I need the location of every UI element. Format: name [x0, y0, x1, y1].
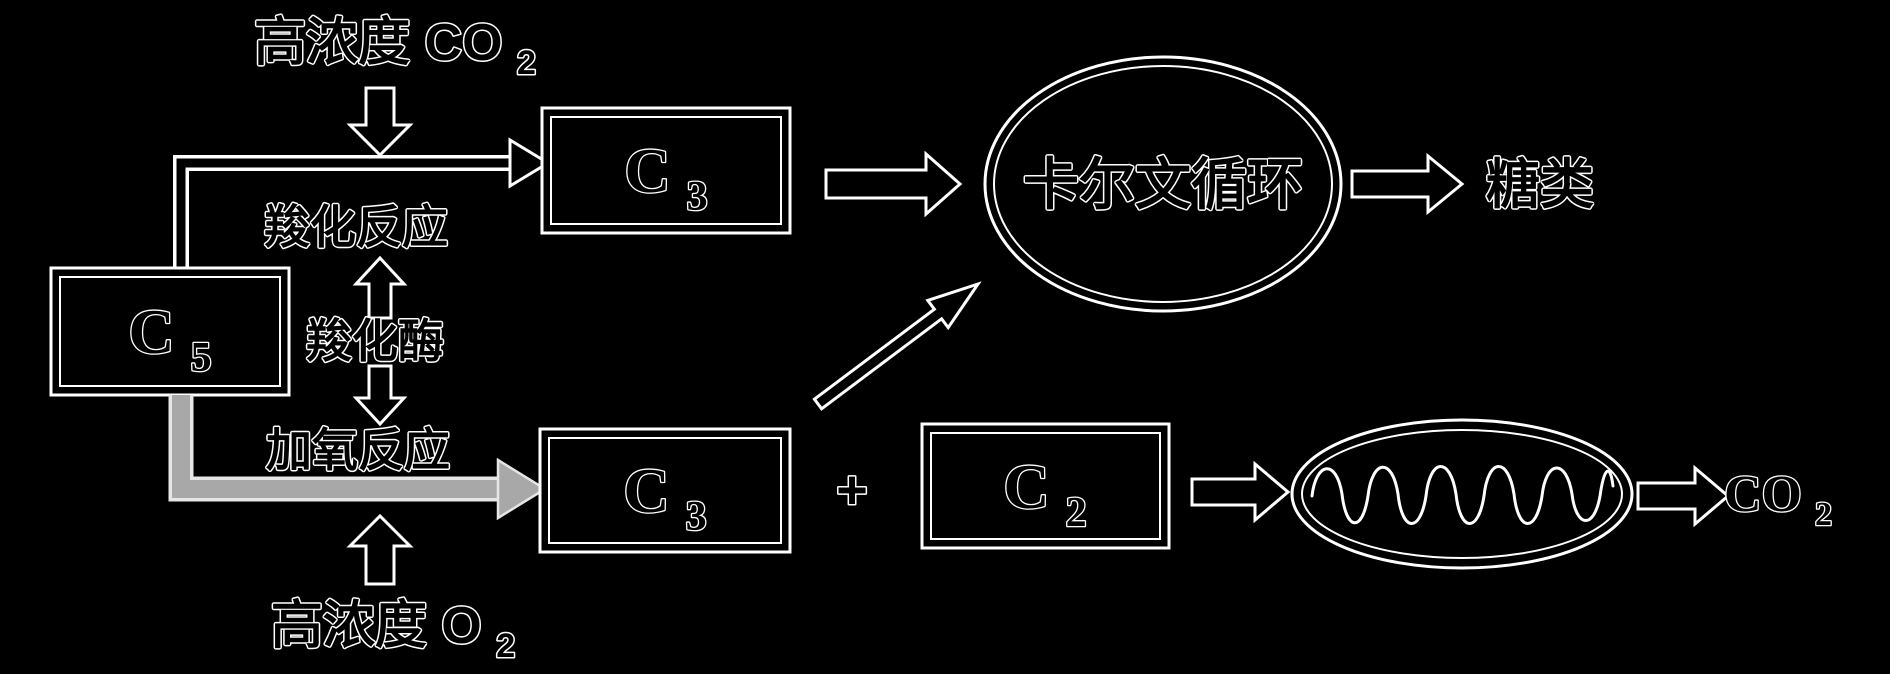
calvin-cycle-outer-ring — [983, 55, 1343, 313]
high-co2-subscript: 2 — [517, 44, 536, 82]
co2-output-label: CO 2 — [1724, 466, 1832, 533]
high-co2-text: 高浓度 CO — [254, 14, 502, 72]
c2-letter: C — [1003, 451, 1049, 522]
c3-bottom-letter: C — [623, 455, 669, 526]
c3-bottom-label: C 3 — [623, 455, 706, 540]
c3-top-box-border — [540, 106, 792, 235]
c5-box: C 5 — [49, 266, 291, 397]
oxygenation-down-arrow — [352, 364, 408, 427]
high-o2-subscript: 2 — [496, 627, 515, 665]
c2-box-inner-border — [930, 432, 1161, 540]
calvin-cycle-label: 卡尔文循环 — [1023, 153, 1303, 216]
c3-top-label: C 3 — [624, 135, 707, 220]
mitochondrion-icon — [1290, 418, 1634, 570]
mitochondrion-outer-membrane — [1290, 418, 1634, 570]
high-o2-text: 高浓度 O — [271, 597, 482, 655]
diagonal-arrow-shape — [812, 281, 982, 411]
c5-box-inner-border — [59, 276, 281, 387]
c3-top-letter: C — [624, 135, 670, 206]
c2-label: C 2 — [1003, 451, 1086, 536]
c3-bottom-box: C 3 — [538, 427, 792, 554]
c5-box-border — [49, 266, 291, 397]
c3-top-subscript: 3 — [687, 174, 708, 220]
co2-output-text: CO — [1724, 466, 1802, 523]
c2-box: C 2 — [920, 422, 1171, 550]
co2-output-subscript: 2 — [1815, 496, 1832, 533]
co2-down-arrow — [346, 86, 414, 158]
high-co2-label: 高浓度 CO 2 — [254, 14, 536, 82]
plus-sign: + — [836, 460, 868, 520]
c3-bottom-box-border — [538, 427, 792, 554]
c2-subscript: 2 — [1066, 490, 1087, 536]
c3-top-box-inner-border — [550, 116, 782, 225]
oxygenation-arrow-shaft — [172, 395, 502, 498]
calvin-cycle-ellipse: 卡尔文循环 — [983, 55, 1343, 313]
sugar-label: 糖类 — [1486, 155, 1594, 215]
carboxylase-label: 羧化酶 — [306, 315, 444, 367]
c3-to-calvin-arrow — [824, 150, 963, 218]
high-o2-label: 高浓度 O 2 — [271, 597, 515, 665]
mitochondrion-to-co2-arrow — [1636, 464, 1731, 528]
c5-letter: C — [128, 296, 174, 367]
calvin-cycle-inner-ring — [993, 65, 1333, 303]
c3-bottom-box-inner-border — [548, 437, 782, 544]
c5-label: C 5 — [128, 296, 211, 381]
carboxylation-label: 羧化反应 — [264, 201, 448, 253]
carboxylation-up-arrow — [352, 255, 408, 320]
calvin-to-sugar-arrow — [1350, 152, 1465, 216]
c3-bottom-subscript: 3 — [686, 494, 707, 540]
c5-to-c3-arrow-channel — [176, 158, 518, 268]
c3-to-calvin-diagonal-arrow — [812, 281, 982, 411]
o2-up-arrow — [346, 513, 414, 586]
c3-top-box: C 3 — [540, 106, 792, 235]
mitochondrion-cristae — [1310, 465, 1615, 525]
c2-to-mitochondrion-arrow — [1190, 460, 1291, 524]
mitochondrion-inner-membrane — [1301, 429, 1623, 559]
oxygenation-label: 加氧反应 — [266, 424, 450, 476]
oxygenation-arrowhead — [496, 457, 548, 521]
c5-to-c3-arrowhead — [508, 137, 551, 189]
c5-subscript: 5 — [191, 335, 212, 381]
c2-box-border — [920, 422, 1171, 550]
